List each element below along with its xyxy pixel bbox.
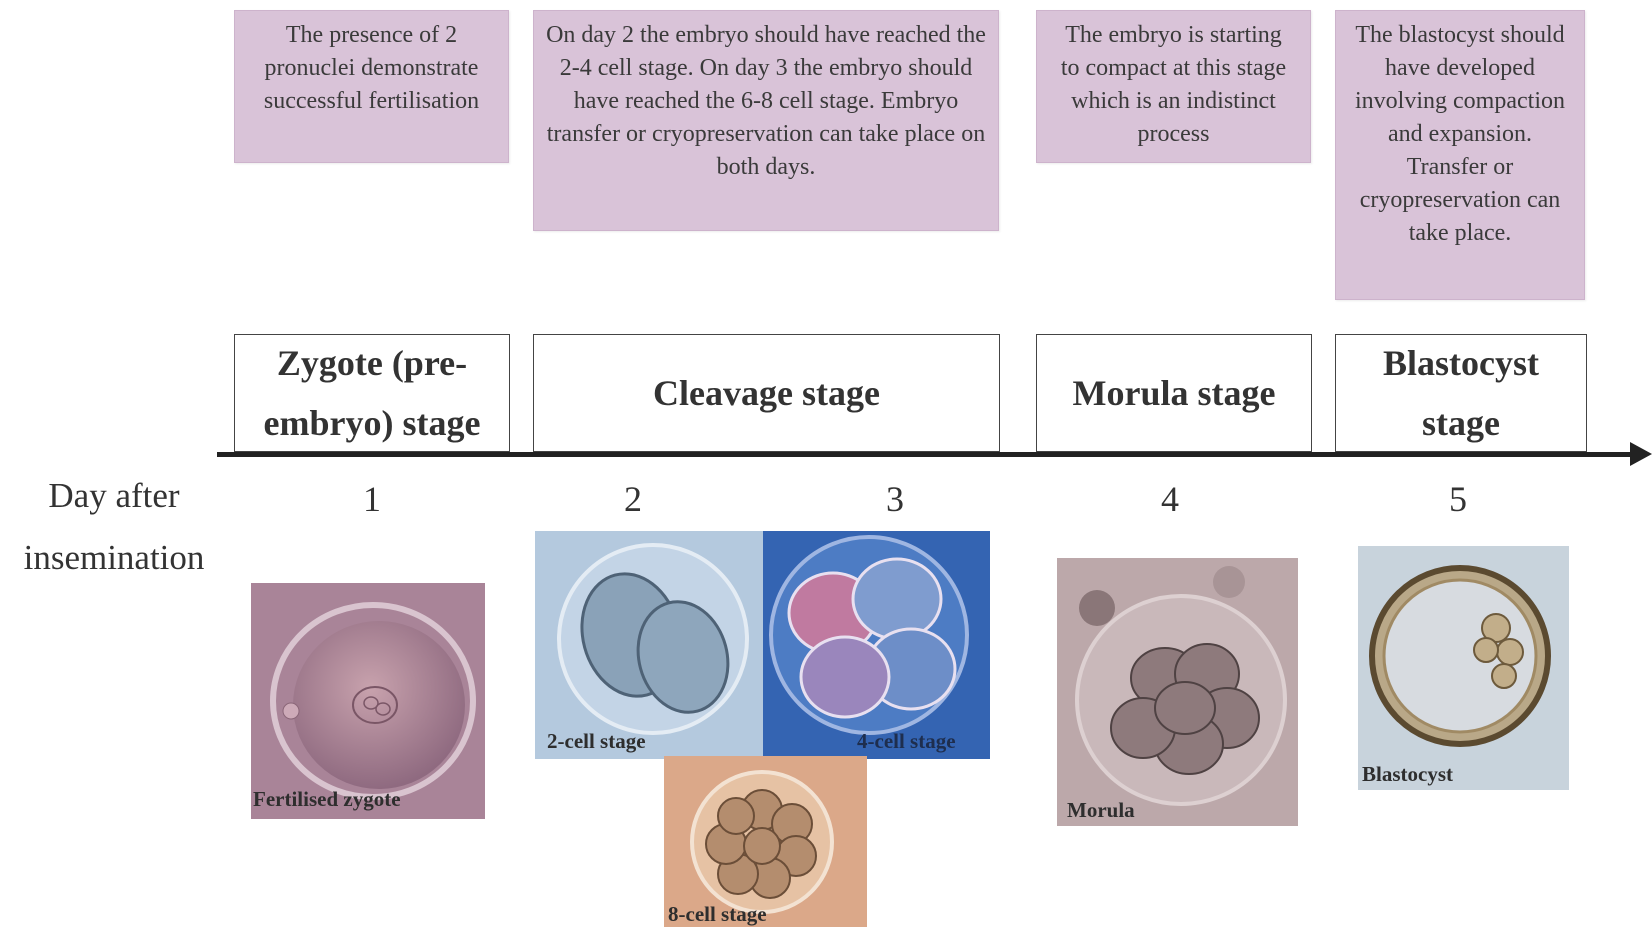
morula-illustration <box>1057 558 1298 826</box>
description-zygote: The presence of 2 pronuclei demonstrate … <box>234 10 509 163</box>
two-cell-illustration <box>535 531 763 759</box>
caption-four-cell: 4-cell stage <box>857 729 956 754</box>
day-label-5: 5 <box>1428 478 1488 520</box>
eight-cell-image: 8-cell stage <box>664 756 867 927</box>
caption-zygote: Fertilised zygote <box>253 787 401 812</box>
day-label-3: 3 <box>865 478 925 520</box>
description-blastocyst: The blastocyst should have developed inv… <box>1335 10 1585 300</box>
stage-cleavage-label: Cleavage stage <box>653 363 880 423</box>
day-label-1: 1 <box>342 478 402 520</box>
caption-morula: Morula <box>1067 798 1135 823</box>
axis-label: Day after insemination <box>0 465 228 589</box>
zygote-image: Fertilised zygote <box>251 583 485 819</box>
two-cell-image: 2-cell stage <box>535 531 763 759</box>
four-cell-illustration <box>763 531 990 759</box>
caption-blastocyst: Blastocyst <box>1362 762 1453 787</box>
day-label-4: 4 <box>1140 478 1200 520</box>
stage-morula-label: Morula stage <box>1073 363 1276 423</box>
zygote-illustration <box>251 583 485 819</box>
blastocyst-illustration <box>1358 546 1569 790</box>
stage-zygote-label: Zygote (pre-embryo) stage <box>262 333 482 453</box>
morula-image: Morula <box>1057 558 1298 826</box>
four-cell-image: 4-cell stage <box>763 531 990 759</box>
blastocyst-image: Blastocyst <box>1358 546 1569 790</box>
caption-eight-cell: 8-cell stage <box>668 902 767 927</box>
day-label-2: 2 <box>603 478 663 520</box>
stage-zygote: Zygote (pre-embryo) stage <box>234 334 510 452</box>
stage-blastocyst-label: Blastocyst stage <box>1361 333 1561 453</box>
stage-blastocyst: Blastocyst stage <box>1335 334 1587 452</box>
arrow-right-icon <box>1630 442 1652 466</box>
description-morula: The embryo is starting to compact at thi… <box>1036 10 1311 163</box>
description-cleavage: On day 2 the embryo should have reached … <box>533 10 999 231</box>
stage-morula: Morula stage <box>1036 334 1312 452</box>
stage-cleavage: Cleavage stage <box>533 334 1000 452</box>
caption-two-cell: 2-cell stage <box>547 729 646 754</box>
timeline-axis <box>217 452 1635 457</box>
